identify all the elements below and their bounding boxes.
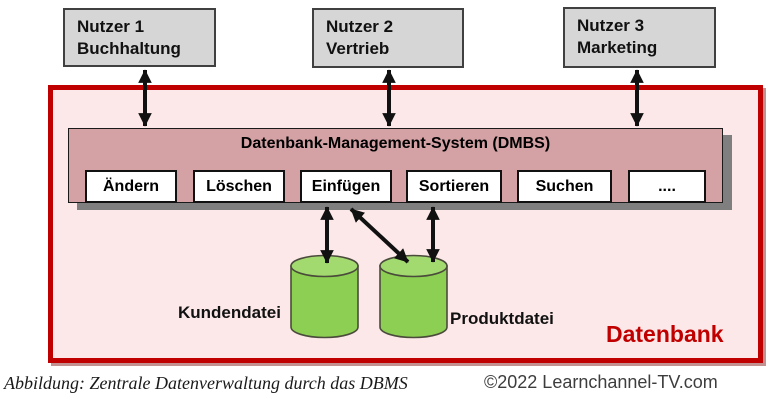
user-box-nutzer3: Nutzer 3 Marketing <box>563 7 716 68</box>
operation-more: .... <box>628 170 706 203</box>
datenbank-label: Datenbank <box>606 321 724 347</box>
operation-sortieren: Sortieren <box>406 170 502 203</box>
operation-aendern: Ändern <box>85 170 177 203</box>
operation-suchen: Suchen <box>517 170 612 203</box>
produktdatei-label: Produktdatei <box>450 309 554 328</box>
operation-einfuegen: Einfügen <box>300 170 392 203</box>
user2-name: Nutzer 2 <box>326 17 394 36</box>
dbms-bar: Datenbank-Management-System (DMBS) <box>68 128 723 203</box>
user3-name: Nutzer 3 <box>577 16 645 35</box>
user1-department: Buchhaltung <box>77 39 181 58</box>
user-box-nutzer1: Nutzer 1 Buchhaltung <box>63 8 216 67</box>
user1-name: Nutzer 1 <box>77 17 145 36</box>
user-box-nutzer2: Nutzer 2 Vertrieb <box>312 8 464 68</box>
dbms-title: Datenbank-Management-System (DMBS) <box>240 135 551 152</box>
kundendatei-label: Kundendatei <box>178 303 281 322</box>
figure-caption: Abbildung: Zentrale Datenverwaltung durc… <box>4 373 408 393</box>
user3-department: Marketing <box>577 38 658 57</box>
copyright-text: ©2022 Learnchannel-TV.com <box>484 372 718 392</box>
user2-department: Vertrieb <box>326 39 390 58</box>
operation-loeschen: Löschen <box>193 170 285 203</box>
